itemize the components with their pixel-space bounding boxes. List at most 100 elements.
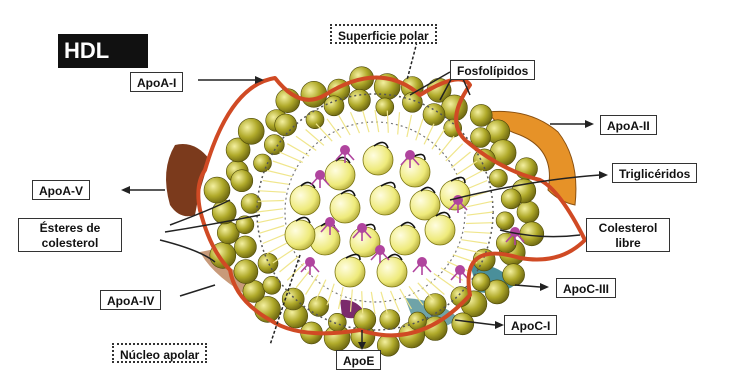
fatty-acid-chain <box>371 292 375 314</box>
label-apoc1: ApoC-I <box>504 315 557 335</box>
fatty-acid-chain <box>306 275 318 295</box>
cholesteryl-ester <box>285 220 315 250</box>
label-apoc3: ApoC-III <box>556 278 616 298</box>
label-esteres-line2: colesterol <box>42 236 99 250</box>
fatty-acid-chain <box>260 191 286 193</box>
label-colesterol-line1: Colesterol <box>599 221 658 235</box>
label-superficie-polar: Superficie polar <box>330 24 437 44</box>
fatty-acid-chain <box>327 284 334 306</box>
phospholipid-head <box>503 264 525 286</box>
fatty-acid-chain <box>263 181 289 185</box>
fatty-acid-chain <box>467 201 493 207</box>
fatty-acid-chain <box>260 226 285 234</box>
cholesteryl-ester <box>290 185 320 215</box>
label-apoa4: ApoA-IV <box>100 290 161 310</box>
cholesteryl-ester <box>425 215 455 245</box>
cholesteryl-ester <box>363 145 393 175</box>
fatty-acid-chain <box>316 124 332 142</box>
phospholipid-head <box>263 276 281 294</box>
label-colesterol-line2: libre <box>615 236 640 250</box>
fatty-acid-chain <box>391 291 400 312</box>
fatty-acid-chain <box>466 223 492 224</box>
fatty-acid-chain <box>306 130 324 146</box>
fatty-acid-chain <box>452 152 471 168</box>
phospholipid-head <box>424 294 446 316</box>
fatty-acid-chain <box>434 274 454 288</box>
phospholipid-head <box>234 260 258 284</box>
phospholipid-head <box>489 169 507 187</box>
label-apoa2: ApoA-II <box>600 115 657 135</box>
fatty-acid-chain <box>296 269 311 288</box>
phospholipid-head <box>306 111 324 129</box>
fatty-acid-chain <box>407 115 412 137</box>
fatty-acid-chain <box>351 112 360 133</box>
label-apoa5: ApoA-V <box>32 180 90 200</box>
fatty-acid-chain <box>432 130 444 150</box>
label-colesterol-libre: Colesterol libre <box>586 218 670 252</box>
fatty-acid-chain <box>296 136 316 150</box>
fatty-acid-chain <box>258 201 284 202</box>
label-fosfolipidos: Fosfolípidos <box>450 60 535 80</box>
triglyceride-head <box>340 145 350 155</box>
phospholipid-head <box>238 118 264 144</box>
fatty-acid-chain <box>457 161 478 175</box>
cholesteryl-ester <box>325 160 355 190</box>
label-esteres-de-colesterol: Ésteres de colesterol <box>18 218 122 252</box>
fatty-acid-chain <box>439 136 454 155</box>
fatty-acid-chain <box>398 112 400 134</box>
triglyceride-head <box>357 223 367 233</box>
phospholipid-head <box>309 296 329 316</box>
phospholipid-head <box>496 212 514 230</box>
hdl-title: HDL <box>58 34 148 68</box>
triglyceride-head <box>375 245 385 255</box>
phospholipid-head <box>275 114 297 136</box>
fatty-acid-chain <box>339 115 351 135</box>
fatty-acid-chain <box>426 279 444 295</box>
label-nucleo-apolar: Núcleo apolar <box>112 343 207 363</box>
phospholipid-head <box>328 313 346 331</box>
cholesteryl-ester <box>335 257 365 287</box>
phospholipid-head <box>472 273 490 291</box>
label-apoa1: ApoA-I <box>130 72 183 92</box>
fatty-acid-chain <box>263 234 287 244</box>
phospholipid-head <box>231 170 253 192</box>
phospholipid-head <box>470 104 492 126</box>
fatty-acid-chain <box>273 249 294 263</box>
phospholipid-head <box>234 236 256 258</box>
label-apoe: ApoE <box>336 350 381 370</box>
phospholipid-head <box>264 135 284 155</box>
fatty-acid-chain <box>363 111 369 133</box>
fatty-acid-chain <box>273 161 297 169</box>
fatty-acid-chain <box>461 171 483 183</box>
cholesteryl-ester <box>330 193 360 223</box>
fatty-acid-chain <box>418 283 434 301</box>
fatty-acid-chain <box>280 152 303 162</box>
triglyceride-head <box>325 217 335 227</box>
apoa5-protein-shape <box>166 144 210 216</box>
triglyceride-head <box>315 170 325 180</box>
triglyceride-head <box>455 265 465 275</box>
fatty-acid-chain <box>424 124 434 145</box>
fatty-acid-chain <box>461 240 487 244</box>
fatty-acid-chain <box>464 232 490 234</box>
cholesteryl-ester <box>370 185 400 215</box>
cholesteryl-ester <box>377 257 407 287</box>
fatty-acid-chain <box>446 144 463 161</box>
fatty-acid-chain <box>287 144 309 156</box>
phospholipid-head <box>258 253 278 273</box>
phospholipid-head <box>254 154 272 172</box>
fatty-acid-chain <box>267 171 292 177</box>
fatty-acid-chain <box>258 217 284 223</box>
phospholipid-head <box>354 309 376 331</box>
fatty-acid-chain <box>467 212 493 215</box>
phospholipid-head <box>380 310 400 330</box>
fatty-acid-chain <box>416 119 423 141</box>
cholesteryl-ester <box>440 180 470 210</box>
fatty-acid-chain <box>381 292 387 314</box>
fatty-acid-chain <box>267 242 289 254</box>
label-trigliceridos: Triglicéridos <box>612 163 697 183</box>
fatty-acid-chain <box>257 209 283 212</box>
phospholipid-head <box>348 89 370 111</box>
phospholipid-head <box>501 189 521 209</box>
